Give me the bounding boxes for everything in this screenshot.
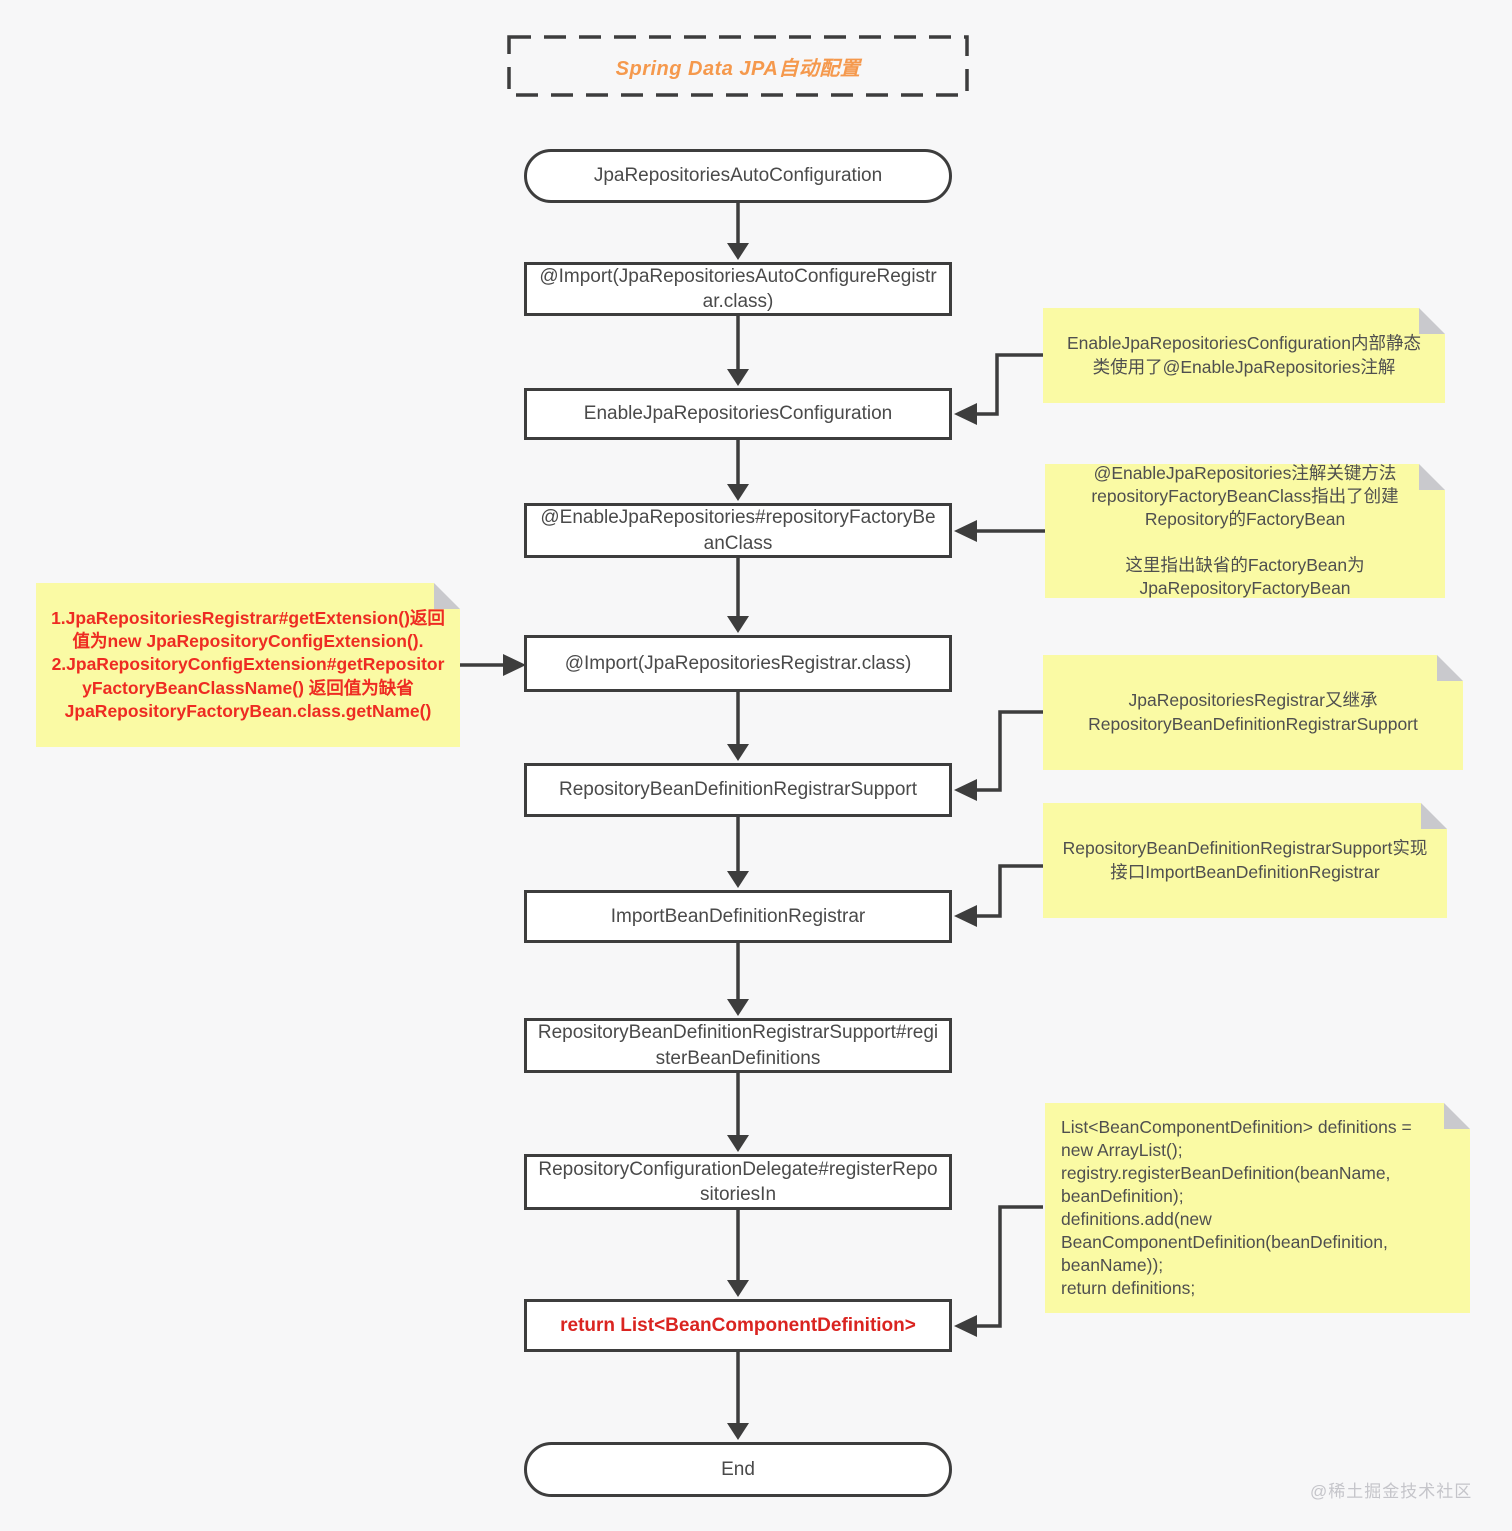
flow-node-import-auto-configure-registrar: @Import(JpaRepositoriesAutoConfigureRegi… bbox=[524, 262, 952, 316]
note-connector bbox=[976, 864, 1043, 918]
sticky-note-enable-config: EnableJpaRepositoriesConfiguration内部静态 类… bbox=[1043, 308, 1445, 403]
arrowhead-down-icon bbox=[727, 1423, 749, 1440]
flow-node-register-bean-definitions: RepositoryBeanDefinitionRegistrarSupport… bbox=[524, 1018, 952, 1073]
note-connector bbox=[976, 710, 1043, 792]
arrowhead-left-icon bbox=[954, 520, 977, 542]
arrowhead-down-icon bbox=[727, 243, 749, 260]
flow-node-end: End bbox=[524, 1442, 952, 1497]
arrowhead-left-icon bbox=[954, 905, 977, 927]
flow-node-jpa-repositories-auto-configuration: JpaRepositoriesAutoConfiguration bbox=[524, 149, 952, 203]
arrowhead-down-icon bbox=[727, 871, 749, 888]
flow-node-enable-jpa-repositories-configuration: EnableJpaRepositoriesConfiguration bbox=[524, 388, 952, 440]
flow-node-import-bean-definition-registrar: ImportBeanDefinitionRegistrar bbox=[524, 890, 952, 943]
sticky-note-implements-interface: RepositoryBeanDefinitionRegistrarSupport… bbox=[1043, 803, 1447, 918]
sticky-note-factory-bean: @EnableJpaRepositories注解关键方法 repositoryF… bbox=[1045, 463, 1445, 598]
arrowhead-left-icon bbox=[954, 403, 977, 425]
title-dashed-frame bbox=[507, 35, 969, 97]
flow-node-repository-bean-definition-registrar-support: RepositoryBeanDefinitionRegistrarSupport bbox=[524, 763, 952, 817]
arrowhead-left-icon bbox=[954, 1315, 977, 1337]
flow-node-repository-factory-bean-class: @EnableJpaRepositories#repositoryFactory… bbox=[524, 503, 952, 558]
arrowhead-down-icon bbox=[727, 484, 749, 501]
arrowhead-right-icon bbox=[503, 654, 526, 676]
sticky-note-code-snippet: List<BeanComponentDefinition> definition… bbox=[1045, 1103, 1470, 1313]
sticky-note-registrar-extends: JpaRepositoriesRegistrar又继承 RepositoryBe… bbox=[1043, 655, 1463, 770]
flow-node-register-repositories-in: RepositoryConfigurationDelegate#register… bbox=[524, 1154, 952, 1210]
watermark: @稀土掘金技术社区 bbox=[1310, 1482, 1473, 1501]
note-connector bbox=[976, 353, 1043, 416]
sticky-note-get-extension-red: 1.JpaRepositoriesRegistrar#getExtension(… bbox=[36, 583, 460, 747]
arrowhead-down-icon bbox=[727, 616, 749, 633]
diagram-title: Spring Data JPA自动配置 bbox=[615, 57, 861, 80]
arrowhead-down-icon bbox=[727, 744, 749, 761]
arrowhead-down-icon bbox=[727, 1135, 749, 1152]
flow-node-return-list-bean-component-definition: return List<BeanComponentDefinition> bbox=[524, 1299, 952, 1352]
note-connector bbox=[976, 1205, 1043, 1328]
arrowhead-down-icon bbox=[727, 1280, 749, 1297]
arrowhead-left-icon bbox=[954, 779, 977, 801]
arrowhead-down-icon bbox=[727, 369, 749, 386]
flow-node-import-jpa-repositories-registrar: @Import(JpaRepositoriesRegistrar.class) bbox=[524, 635, 952, 692]
arrowhead-down-icon bbox=[727, 999, 749, 1016]
